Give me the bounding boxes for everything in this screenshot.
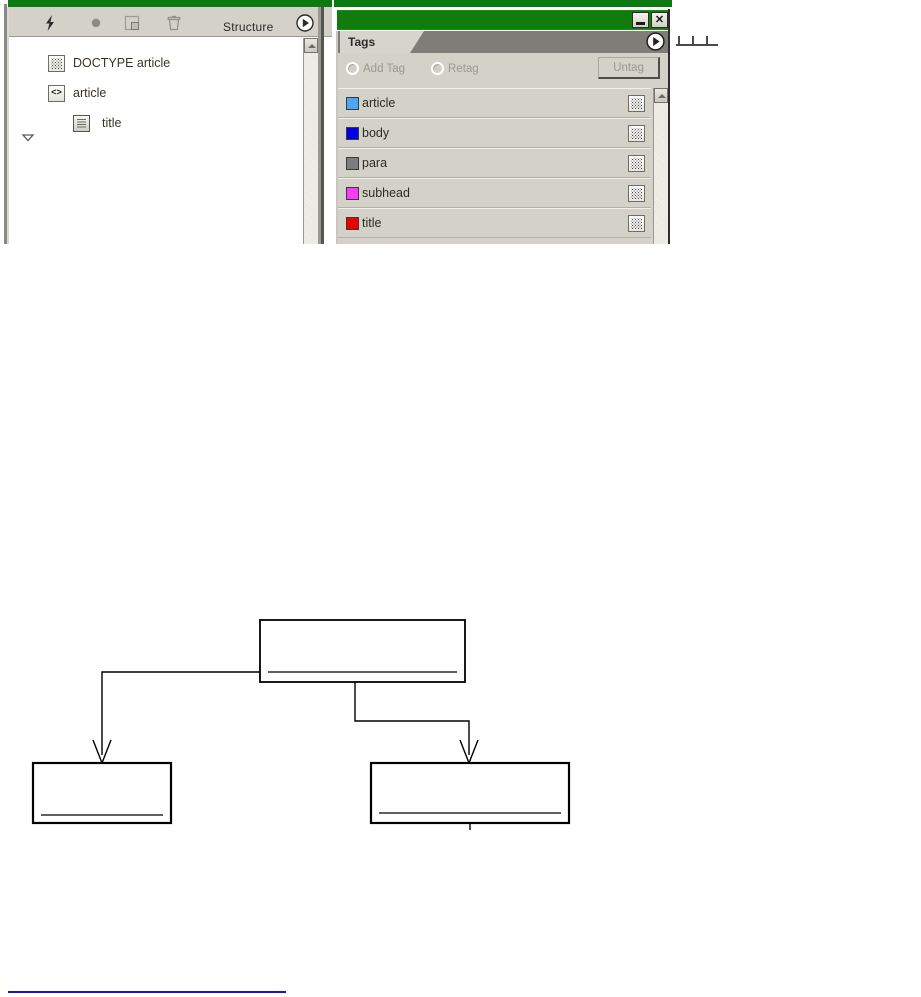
edge-n1-n2	[101, 671, 260, 755]
tags-panel: ✕ Tags Add Tag Retag Untag article body	[334, 0, 672, 244]
tag-name: subhead	[362, 186, 410, 200]
structure-vertical-scrollbar[interactable]	[303, 38, 318, 244]
scrollbar-track[interactable]	[304, 53, 318, 244]
tree-item-doctype[interactable]: DOCTYPE article	[9, 52, 303, 74]
tree-item-label: DOCTYPE article	[73, 56, 171, 70]
chevron-down-icon[interactable]	[21, 130, 35, 144]
element-icon: <>	[48, 84, 65, 102]
list-item[interactable]: title	[338, 208, 651, 238]
hierarchy-diagram	[0, 300, 921, 997]
tag-name: title	[362, 216, 382, 230]
diagram-nodes	[31, 619, 689, 965]
circle-icon[interactable]	[87, 14, 105, 32]
tag-marker-icon[interactable]	[628, 185, 645, 202]
tree-item-title[interactable]: title	[9, 112, 303, 134]
tag-name: para	[362, 156, 388, 170]
list-item[interactable]: body	[338, 118, 651, 148]
hierarchy-diagram-svg	[31, 619, 689, 997]
tag-marker-icon[interactable]	[628, 95, 645, 112]
structure-panel-right-border-shadow	[321, 7, 324, 244]
tab-tags-label: Tags	[348, 35, 376, 49]
untag-button[interactable]: Untag	[598, 57, 660, 79]
tag-color-swatch	[346, 127, 359, 140]
tag-color-swatch	[346, 157, 359, 170]
tag-name: article	[362, 96, 396, 110]
tag-marker-icon[interactable]	[628, 215, 645, 232]
add-tag-label: Add Tag	[363, 63, 405, 75]
close-button[interactable]: ✕	[651, 12, 668, 28]
tags-list[interactable]: article body para subhead title	[338, 88, 651, 244]
ruler-tick	[678, 36, 680, 44]
footer-link-underline[interactable]	[8, 991, 286, 993]
structure-panel-left-border	[4, 4, 7, 244]
list-item[interactable]: article	[338, 88, 651, 118]
panel-menu-icon[interactable]	[296, 14, 314, 32]
tag-color-swatch	[346, 217, 359, 230]
tags-vertical-scrollbar[interactable]	[653, 88, 668, 244]
tags-actions-row: Add Tag Retag Untag	[336, 53, 670, 87]
structure-panel-titlebar	[8, 0, 332, 7]
scrollbar-track[interactable]	[654, 103, 668, 244]
tag-marker-icon[interactable]	[628, 125, 645, 142]
minimize-button[interactable]	[632, 12, 649, 28]
tab-tags-slant	[410, 31, 424, 53]
tree-item-article[interactable]: <> article	[9, 82, 303, 142]
structure-toolbar: Structure	[9, 7, 332, 37]
tag-color-swatch	[346, 97, 359, 110]
node-n2[interactable]	[31, 761, 173, 825]
structure-panel-right-border	[318, 7, 321, 244]
ruler-tick	[692, 36, 694, 44]
structure-panel-title: Structure	[223, 20, 274, 34]
edge-n1-n3	[354, 682, 470, 755]
structure-panel: Structure DOCTYPE article <> article tit…	[0, 0, 332, 244]
ruler-tick	[706, 36, 708, 44]
doctype-icon	[48, 54, 65, 72]
minimize-icon	[636, 22, 645, 25]
tags-window-titlebar-inner	[337, 11, 667, 29]
ruler	[676, 32, 718, 46]
list-item[interactable]: para	[338, 148, 651, 178]
ruler-baseline	[676, 44, 718, 46]
node-n1[interactable]	[259, 619, 466, 683]
tree-item-label: article	[73, 86, 107, 100]
tag-name: body	[362, 126, 390, 140]
add-tag-radio[interactable]	[346, 62, 359, 75]
scroll-up-icon[interactable]	[304, 38, 318, 53]
node-n3[interactable]	[369, 761, 571, 825]
retag-radio[interactable]	[431, 62, 444, 75]
new-element-icon[interactable]	[123, 14, 141, 32]
tag-color-swatch	[346, 187, 359, 200]
scroll-up-icon[interactable]	[654, 88, 668, 103]
trash-icon[interactable]	[165, 14, 183, 32]
tags-panel-right-border	[668, 9, 670, 244]
tag-marker-icon[interactable]	[628, 155, 645, 172]
text-element-icon	[73, 114, 90, 132]
retag-label: Retag	[448, 63, 479, 75]
panel-menu-icon[interactable]	[646, 32, 665, 51]
structure-panel-left-border-highlight	[7, 7, 9, 244]
close-icon: ✕	[654, 14, 665, 26]
tags-panel-top-strip	[334, 0, 672, 7]
list-item[interactable]: subhead	[338, 178, 651, 208]
tree-item-label: title	[102, 116, 122, 130]
structure-tree[interactable]: DOCTYPE article <> article title	[9, 38, 303, 244]
lightning-bolt-icon[interactable]	[41, 14, 59, 32]
tab-tags[interactable]	[340, 31, 410, 53]
